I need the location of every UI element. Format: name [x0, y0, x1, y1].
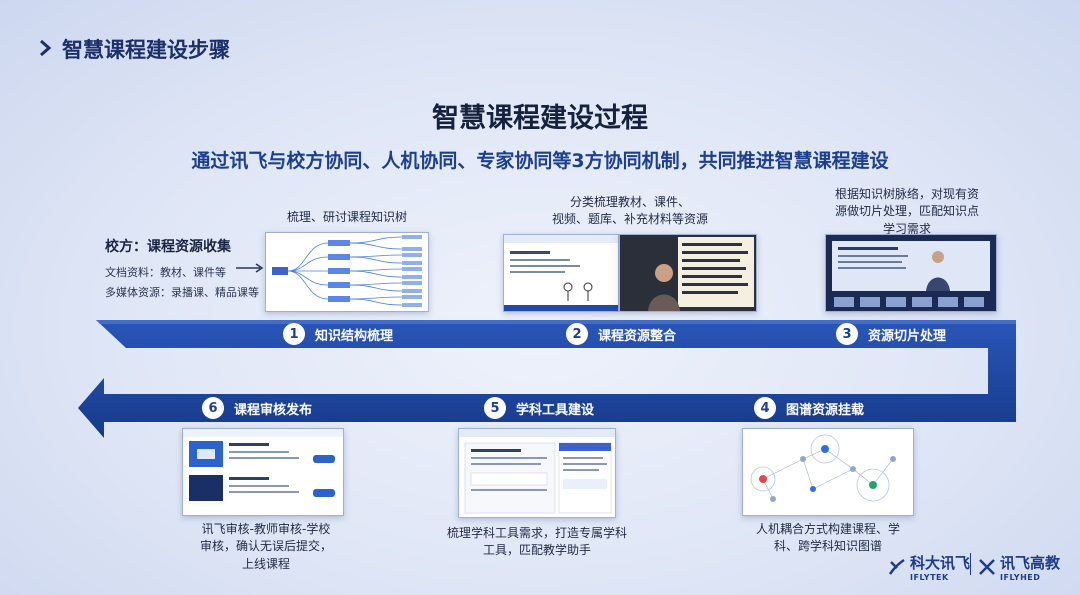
knowledge-graph-thumbnail: [742, 428, 914, 516]
video-frame-icon: [826, 235, 996, 311]
step-1-label: 知识结构梳理: [315, 328, 394, 344]
subtitle: 通过讯飞与校方协同、人机协同、专家协同等3方协同机制，共同推进智慧课程建设: [191, 150, 889, 172]
step-3-caption-line: 源做切片处理，匹配知识点: [834, 204, 979, 219]
step-6: 6 课程审核发布: [202, 397, 312, 419]
arrow-right-icon: [236, 263, 264, 273]
courseware-thumbnail: [503, 234, 619, 312]
resource-slicing-thumbnail: [825, 234, 997, 312]
step-5-label: 学科工具建设: [516, 402, 595, 418]
step-2-caption: 分类梳理教材、课件、 视频、题库、补充材料等资源: [505, 194, 755, 229]
source-item-documents: 文档资料：教材、课件等: [105, 266, 226, 279]
app-window-icon: [459, 429, 615, 514]
step-5: 5 学科工具建设: [484, 397, 594, 419]
step-6-caption-line: 讯飞审核-教师审核-学校: [201, 522, 331, 536]
source-title: 校方：课程资源收集: [105, 239, 231, 255]
step-1-caption: 梳理、研讨课程知识树: [286, 210, 407, 224]
source-item-multimedia: 多媒体资源：录播课、精品课等: [105, 286, 259, 299]
step-6-caption: 讯飞审核-教师审核-学校 审核，确认无误后提交， 上线课程: [182, 521, 350, 573]
step-6-label: 课程审核发布: [234, 402, 313, 418]
step-6-caption-line: 审核，确认无误后提交，: [199, 539, 332, 554]
course-review-thumbnail: [182, 428, 344, 516]
step-3-number: 3: [836, 323, 858, 345]
tree-diagram-icon: [272, 235, 422, 307]
page-header-title: 智慧课程建设步骤: [62, 38, 230, 62]
step-1-number: 1: [283, 323, 305, 345]
iflyhed-logo-icon: [979, 559, 995, 575]
step-4-number: 4: [754, 397, 776, 419]
iflytek-logo-icon: [888, 558, 905, 575]
step-2-label: 课程资源整合: [598, 328, 677, 344]
iflyhed-logo-cn: 讯飞高教: [1000, 554, 1061, 572]
step-3-caption-line: 根据知识树脉络，对现有资: [834, 187, 979, 201]
step-4: 4 图谱资源挂载: [754, 397, 864, 419]
step-6-number: 6: [202, 397, 224, 419]
step-1: 1 知识结构梳理: [283, 323, 393, 345]
flow-band-highlight: [96, 320, 1016, 324]
step-2-caption-line: 分类梳理教材、课件、: [569, 195, 690, 209]
knowledge-tree-thumbnail: [265, 232, 429, 312]
document-page-icon: [504, 235, 618, 311]
course-list-icon: [183, 429, 343, 501]
video-frame-icon: [620, 235, 756, 311]
network-graph-icon: [750, 434, 896, 502]
step-5-caption-line: 工具，匹配教学助手: [482, 543, 591, 558]
step-4-label: 图谱资源挂载: [786, 402, 865, 418]
step-3-caption-line: 学习需求: [882, 221, 931, 236]
iflytek-logo-cn: 科大讯飞: [910, 554, 971, 572]
subject-tools-thumbnail: [458, 428, 616, 518]
step-2-number: 2: [566, 323, 588, 345]
step-6-caption-line: 上线课程: [241, 556, 290, 571]
chevron-right-icon: [40, 39, 52, 57]
step-4-caption: 人机耦合方式构建课程、学 科、跨学科知识图谱: [736, 521, 920, 556]
flow-band-shape: [78, 320, 1016, 438]
step-2-caption-line: 视频、题库、补充材料等资源: [551, 212, 708, 227]
step-5-caption: 梳理学科工具需求，打造专属学科 工具，匹配教学助手: [432, 525, 642, 560]
step-4-caption-line: 科、跨学科知识图谱: [773, 539, 882, 554]
iflyhed-logo-en: IFLYHED: [1000, 573, 1041, 582]
step-3: 3 资源切片处理: [836, 323, 946, 345]
step-5-number: 5: [484, 397, 506, 419]
iflytek-logo: 科大讯飞 IFLYTEK: [888, 552, 970, 582]
step-3-label: 资源切片处理: [868, 328, 947, 344]
iflytek-logo-en: IFLYTEK: [910, 573, 949, 582]
main-title: 智慧课程建设过程: [432, 103, 648, 134]
step-2: 2 课程资源整合: [566, 323, 676, 345]
lecture-video-thumbnail: [619, 234, 757, 312]
step-5-caption-line: 梳理学科工具需求，打造专属学科: [446, 526, 627, 540]
step-3-caption: 根据知识树脉络，对现有资 源做切片处理，匹配知识点 学习需求: [815, 186, 999, 238]
step-4-caption-line: 人机耦合方式构建课程、学: [755, 522, 900, 536]
iflyhed-logo: 讯飞高教 IFLYHED: [978, 552, 1060, 582]
logo-divider: [970, 553, 971, 575]
